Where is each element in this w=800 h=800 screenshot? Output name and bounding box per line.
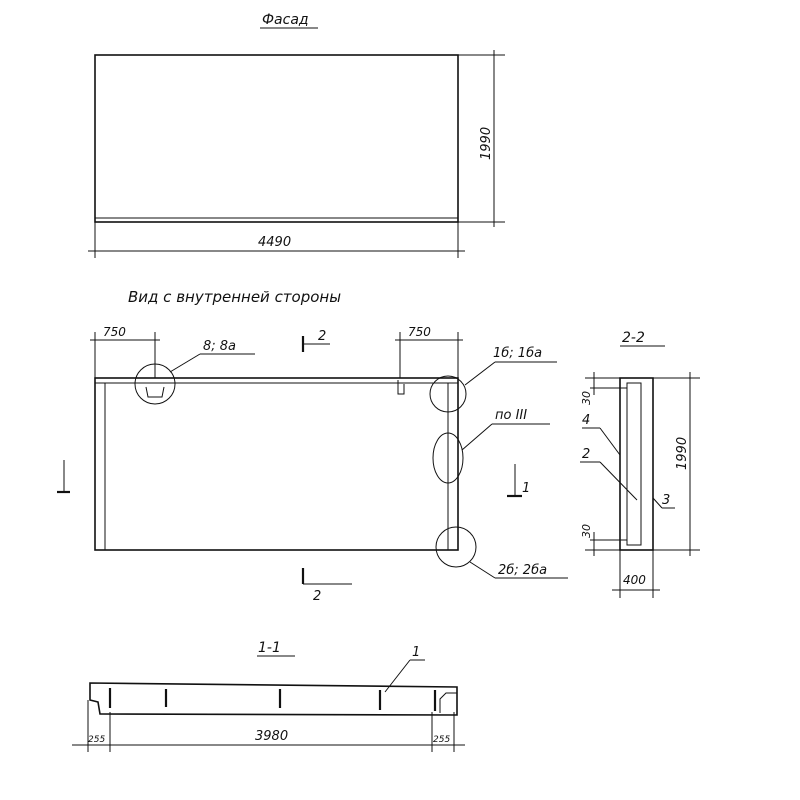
inner-view-outline bbox=[94, 377, 459, 551]
section-mark-2-bottom: 2 bbox=[301, 568, 352, 604]
section-height-dim: 1990 bbox=[675, 437, 690, 470]
facade-outline bbox=[94, 54, 459, 223]
length-dim: 3980 bbox=[255, 729, 288, 744]
section-width-dim: 400 bbox=[623, 573, 646, 587]
left-offset-dim: 750 bbox=[103, 325, 126, 339]
section-mark-2-top: 2 bbox=[301, 329, 330, 352]
label-2: 2 bbox=[582, 447, 590, 462]
detail-oval-III bbox=[432, 432, 464, 484]
right-offset-dim: 750 bbox=[408, 325, 431, 339]
inner-view-title: Вид с внутренней стороны bbox=[128, 288, 341, 306]
section-2-2-title: 2-2 bbox=[622, 330, 645, 346]
section-1-1-outline bbox=[89, 682, 458, 716]
section-2-2-outline bbox=[619, 377, 654, 551]
callout-po-III: по III bbox=[495, 408, 527, 423]
callout-8-8a: 8; 8а bbox=[203, 339, 236, 354]
callout-1b-1ba: 1б; 1ба bbox=[493, 346, 542, 361]
label-4: 4 bbox=[582, 413, 590, 428]
svg-text:2: 2 bbox=[313, 589, 321, 604]
label-1: 1 bbox=[412, 645, 420, 660]
facade-view: Фасад 1990 4490 bbox=[88, 12, 505, 258]
facade-width-dim: 4490 bbox=[258, 235, 291, 250]
detail-circle-1b bbox=[429, 375, 467, 413]
facade-height-dim: 1990 bbox=[479, 127, 494, 160]
rebar-marks bbox=[108, 688, 437, 711]
callout-2b-2ba: 2б; 2ба bbox=[498, 563, 547, 578]
facade-title: Фасад bbox=[262, 12, 309, 28]
top-cover-dim: 30 bbox=[580, 391, 593, 405]
section-1-1-title: 1-1 bbox=[258, 640, 281, 656]
right-end-dim: 255 bbox=[433, 735, 450, 745]
svg-text:1: 1 bbox=[522, 481, 530, 496]
svg-text:2: 2 bbox=[318, 329, 326, 344]
label-3: 3 bbox=[662, 493, 670, 508]
section-mark-1-left bbox=[57, 460, 70, 494]
section-mark-1-right: 1 bbox=[507, 464, 530, 498]
left-end-dim: 255 bbox=[88, 735, 105, 745]
section-1-1: 1-1 1 255 3980 255 bbox=[72, 640, 465, 752]
inner-view: Вид с внутренней стороны 750 750 8; 8а 1… bbox=[57, 288, 568, 604]
detail-circle-2b bbox=[435, 526, 477, 568]
section-2-2: 2-2 30 30 1990 400 4 2 3 bbox=[580, 330, 700, 598]
detail-circle-8 bbox=[134, 363, 176, 405]
bottom-cover-dim: 30 bbox=[580, 524, 593, 538]
